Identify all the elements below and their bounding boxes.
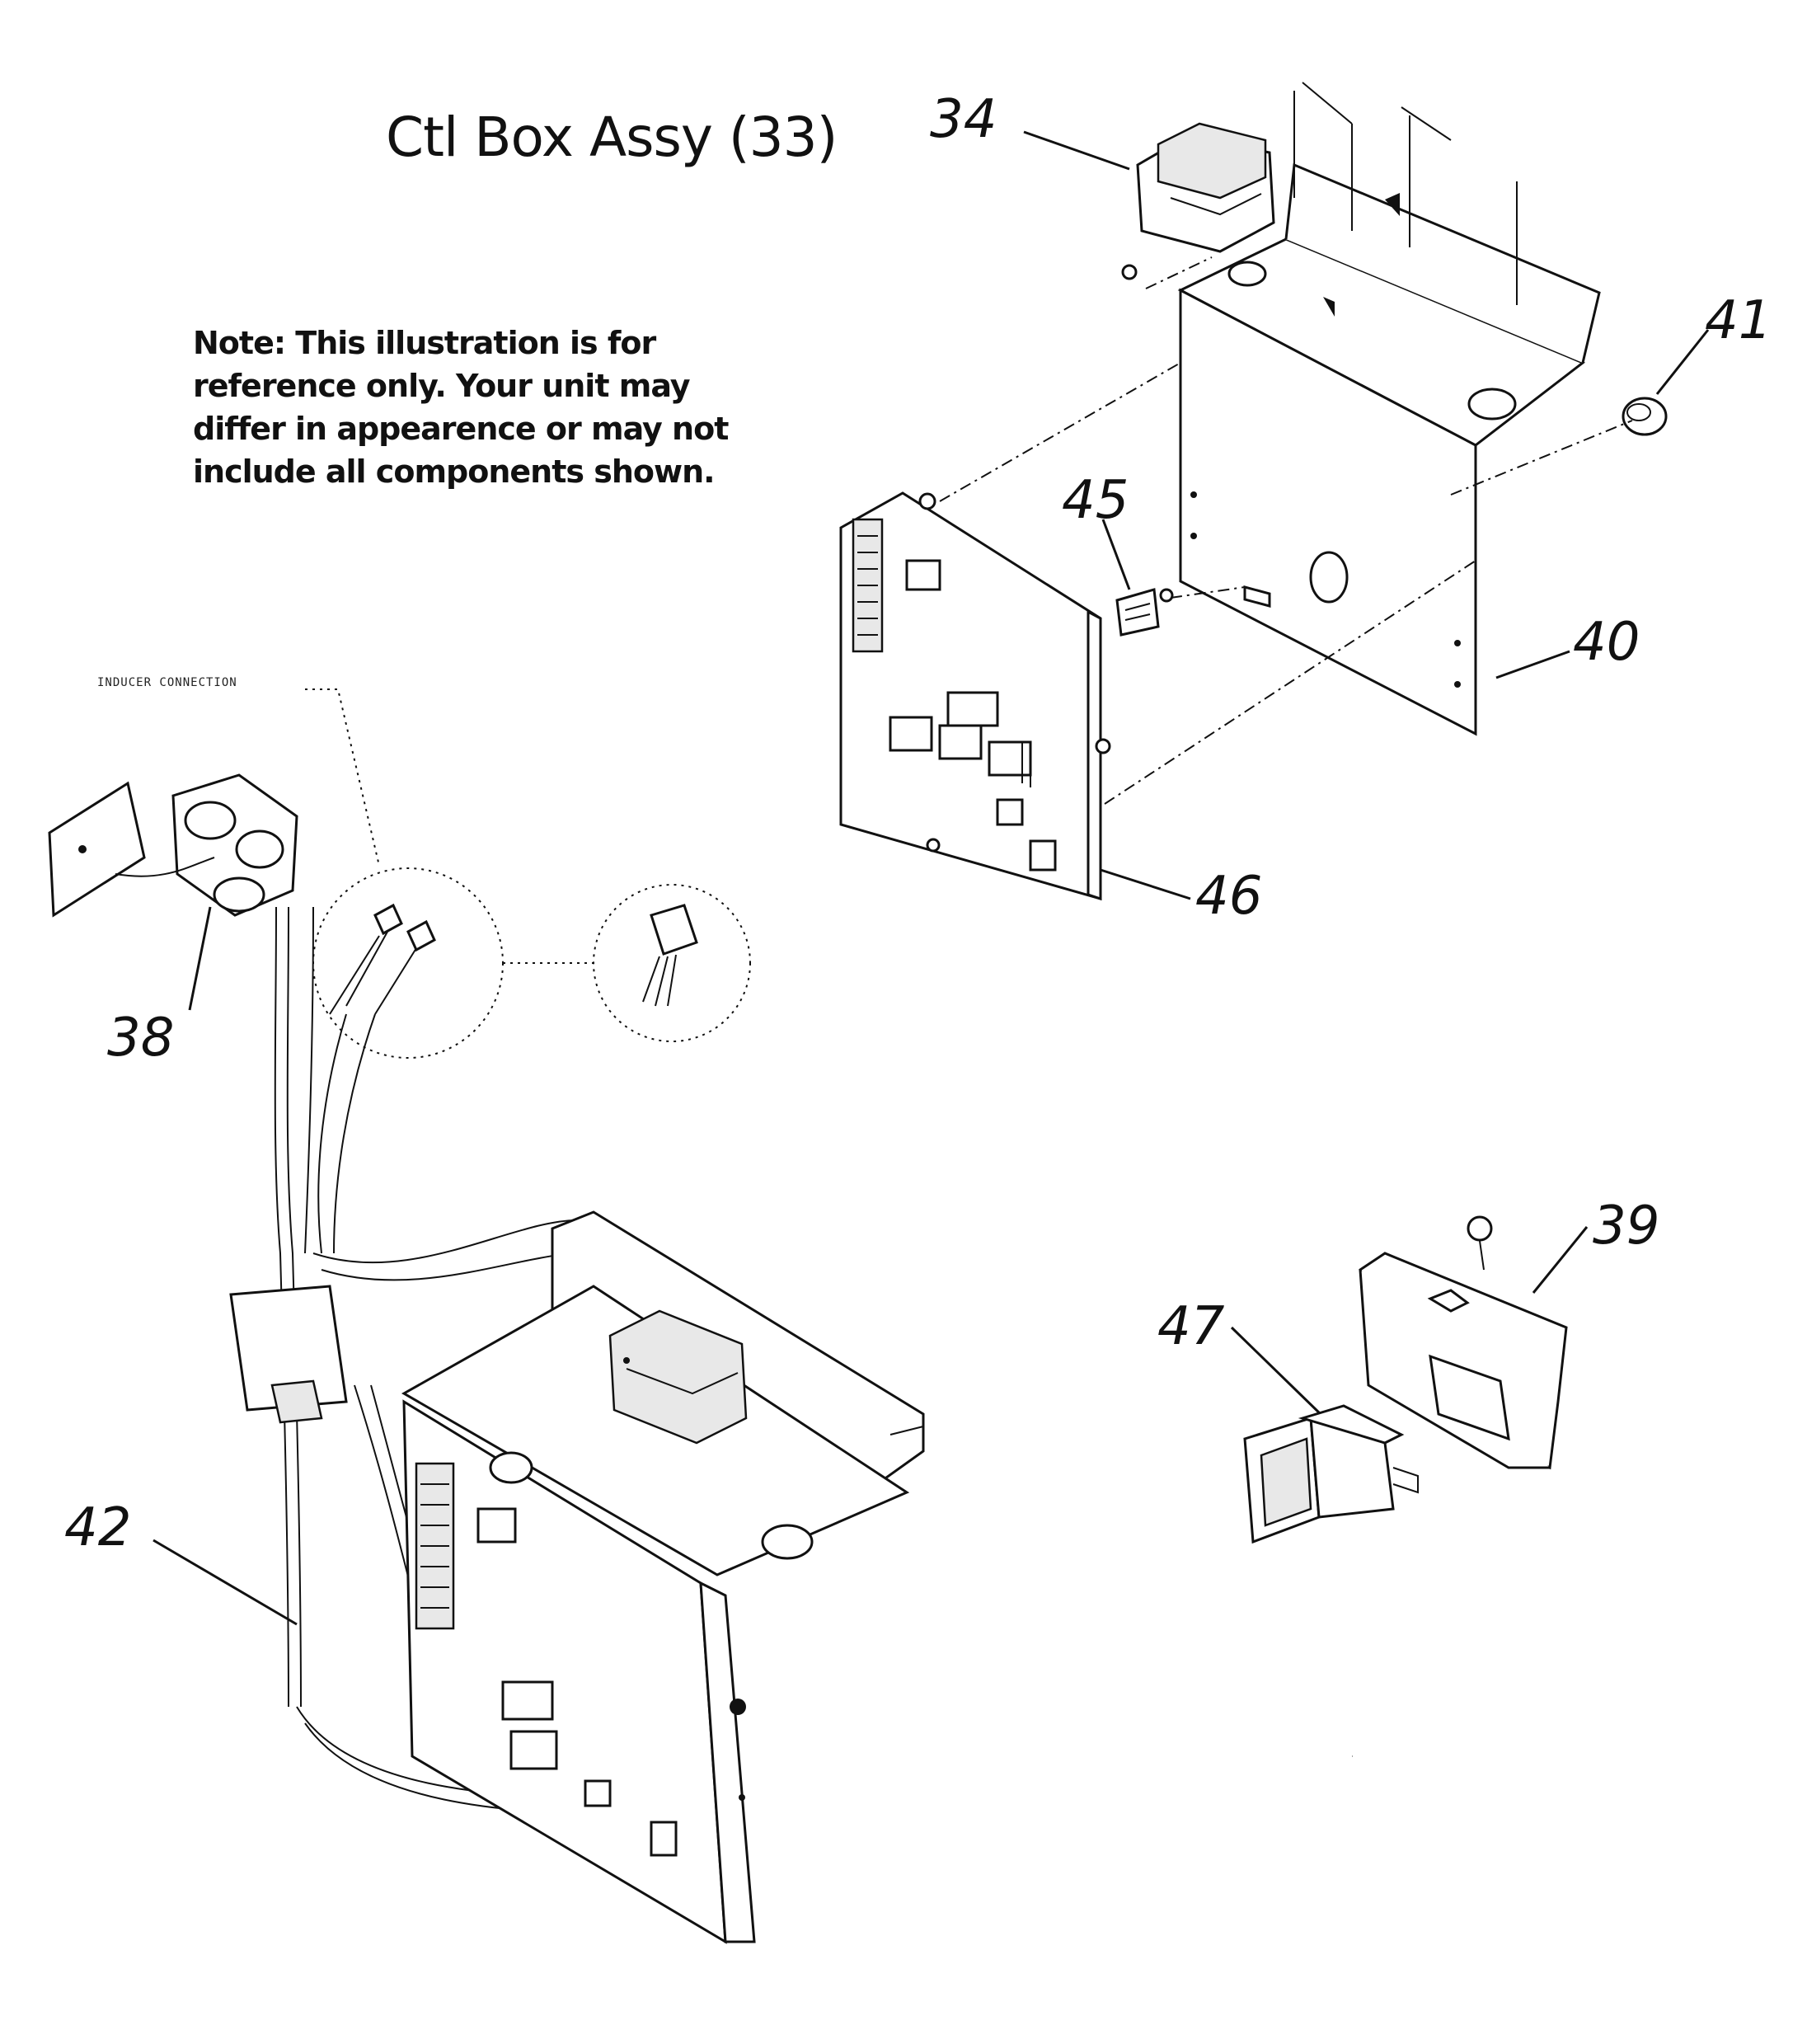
assembled-control-box (229, 1210, 925, 1944)
leader-46 (1100, 868, 1191, 900)
sensor-45 (1115, 588, 1174, 637)
transformer-34 (1121, 122, 1275, 280)
leader-38 (188, 906, 212, 1011)
callout-leaders (153, 130, 1710, 1626)
diagram-title: Ctl Box Assy (33) (386, 106, 838, 169)
leader-34 (1023, 130, 1130, 171)
leader-inducer (305, 688, 380, 867)
callout-47: 47 (1157, 1296, 1225, 1357)
assembly-lines (939, 256, 1633, 805)
callout-45: 45 (1062, 470, 1129, 531)
control-board-46 (839, 491, 1111, 901)
rocker-switch-47 (1243, 1404, 1419, 1544)
switch-bracket-39 (1359, 1215, 1568, 1470)
note-line: include all components shown. (193, 453, 716, 490)
knob-41 (1622, 397, 1668, 436)
callout-42: 42 (64, 1497, 132, 1558)
note-line: differ in appearence or may not (193, 411, 729, 447)
control-box-40 (1177, 82, 1601, 736)
inducer-connection-label: INDUCER CONNECTION (97, 676, 237, 689)
leader-45 (1101, 519, 1131, 590)
callout-38: 38 (107, 1008, 175, 1069)
callout-41: 41 (1705, 290, 1772, 351)
callout-34: 34 (930, 89, 997, 150)
callout-39: 39 (1593, 1196, 1660, 1257)
leader-39 (1532, 1226, 1589, 1294)
reference-note: Note: This illustration is for reference… (193, 322, 770, 493)
note-line: Note: This illustration is for (193, 325, 656, 361)
callout-40: 40 (1573, 612, 1640, 673)
leader-42 (153, 1539, 298, 1626)
leader-40 (1495, 650, 1570, 679)
callout-46: 46 (1195, 866, 1263, 927)
leader-47 (1230, 1326, 1325, 1418)
inducer-connection-detail (312, 867, 751, 1059)
leader-41 (1655, 329, 1710, 395)
note-line: reference only. Your unit may (193, 368, 691, 404)
limit-switch-38 (48, 773, 298, 918)
